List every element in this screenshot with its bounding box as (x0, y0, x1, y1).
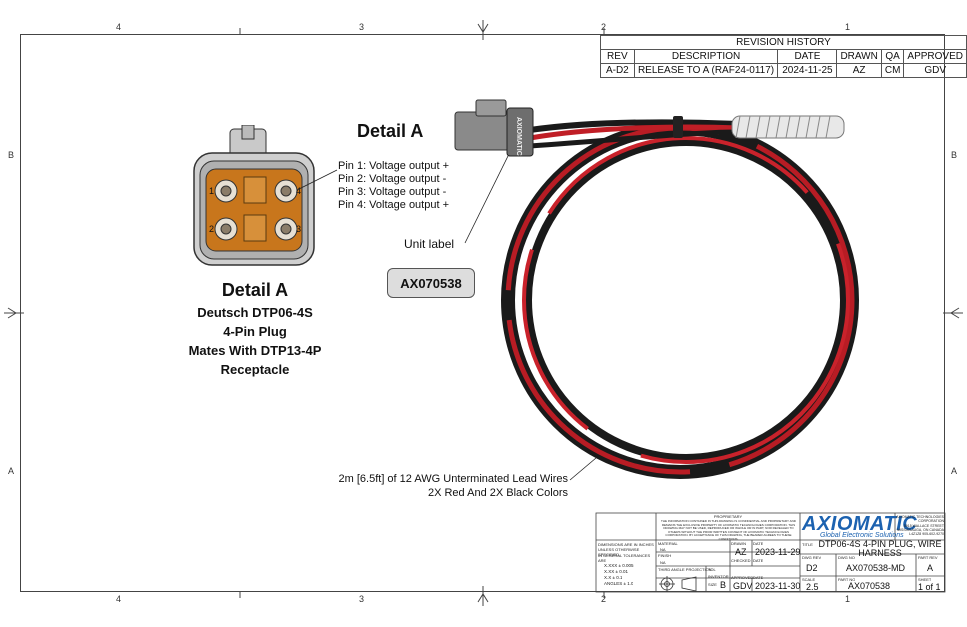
drawn-cell: AZ (836, 63, 882, 78)
pin-number-1: 1 (209, 186, 214, 196)
proprietary-notice: THE INFORMATION CONTAINED IN THIS DRAWIN… (661, 520, 796, 540)
logo-tagline: Global Electronic Solutions (820, 532, 904, 539)
pin-3-label: Pin 3: Voltage output - (338, 186, 447, 198)
dwg-rev-label: DWG REV (802, 555, 822, 560)
size-label: SIZE (708, 582, 717, 587)
pin-number-4: 4 (296, 186, 301, 196)
size-value: B (720, 580, 727, 590)
tolerance-sub: IN GENERAL TOLERANCES ARE (598, 553, 651, 563)
revision-row: A-D2 RELEASE TO A (RAF24-0117) 2024-11-2… (600, 63, 967, 78)
proprietary-heading: PROPRIETARY (713, 514, 743, 519)
zone-right-b: B (951, 150, 958, 160)
drawn-value: AZ (735, 547, 747, 557)
part-rev-label: PART REV (918, 555, 938, 560)
approved-value: GDV (733, 581, 753, 591)
material-value: NA (660, 547, 666, 552)
zone-top-1: 1 (845, 22, 851, 32)
tolerance-2: X.XX ± 0.01 (604, 569, 628, 574)
connector-brand-text: AXIOMATIC (515, 117, 522, 156)
part-rev-value: A (927, 563, 934, 573)
zone-left-b: B (8, 150, 15, 160)
material-label: MATERIAL (658, 541, 678, 546)
pin-number-2: 2 (209, 224, 214, 234)
tolerance-1: X.XXX ± 0.005 (604, 563, 634, 568)
tolerance-heading: DIMENSIONS ARE IN INCHES UNLESS OTHERWIS… (598, 542, 654, 557)
zone-right-a: A (951, 466, 958, 476)
drawing-title: DTP06-4S 4-PIN PLUG, WIRE HARNESS (818, 539, 942, 558)
approved-date: 2023-11-30 (755, 581, 801, 591)
sheet-value: 1 of 1 (918, 582, 941, 592)
drawn-date-label: DATE (753, 541, 764, 546)
approved-label: APPROVED (731, 575, 754, 580)
unit-label-callout: Unit label (404, 237, 455, 251)
zone-top-3: 3 (359, 22, 365, 32)
connector-face-drawing: 1 4 2 3 (193, 125, 315, 266)
detail-caption-line-1: Deutsch DTP06-4S (197, 305, 313, 320)
approved-date-label: DATE (753, 575, 764, 580)
checked-label: CHECKED (731, 558, 751, 563)
projection-label: THIRD ANGLE PROJECTION (658, 567, 712, 572)
description-cell: RELEASE TO A (RAF24-0117) (633, 63, 779, 78)
company-address: 5915 WALLACE STREET MISSISSAUGA, ON CANA… (897, 524, 944, 536)
part-no-label: PART NO (838, 577, 856, 582)
zone-top-2: 2 (601, 22, 607, 32)
detail-a-callout: Detail A (357, 121, 424, 141)
tolerance-4: ANGLES ± 1.0 (604, 581, 634, 586)
zone-bottom-3: 3 (359, 594, 365, 604)
zone-bottom-4: 4 (116, 594, 122, 604)
title-label: TITLE (802, 542, 813, 547)
pin-number-3: 3 (296, 224, 301, 234)
drawn-date: 2023-11-29 (755, 547, 801, 557)
pin-1-label: Pin 1: Voltage output + (338, 160, 450, 172)
revision-history-table: REVISION HISTORY REV DESCRIPTION DATE DR… (600, 35, 967, 78)
unit-label-tag: AX070538 (387, 268, 475, 298)
checked-date-label: DATE (753, 558, 764, 563)
zone-left-a: A (8, 466, 15, 476)
dwg-rev-value: D2 (806, 563, 818, 573)
wire-note-line-2: 2X Red And 2X Black Colors (427, 487, 568, 499)
zone-bottom-1: 1 (845, 594, 851, 604)
pin-4-label: Pin 4: Voltage output + (338, 199, 450, 211)
dwg-no-value: AX070538-MD (846, 563, 906, 573)
revision-header-row: REV DESCRIPTION DATE DRAWN QA APPROVED (600, 49, 967, 64)
dwg-no-label: DWG NO (838, 555, 855, 560)
drawn-label: DRAWN (731, 541, 746, 546)
tol-label: TOL (708, 567, 716, 572)
scale-label: SCALE (802, 577, 816, 582)
detail-caption-line-4: Receptacle (220, 362, 290, 377)
detail-caption-line-3: Mates With DTP13-4P (188, 343, 322, 358)
company-name: AXIOMATIC TECHNOLOGIES CORPORATION (896, 515, 944, 523)
wire-note-line-1: 2m [6.5ft] of 12 AWG Unterminated Lead W… (338, 473, 568, 485)
tolerance-3: X.X ± 0.1 (604, 575, 623, 580)
inventor-label: INVENTOR (708, 574, 729, 579)
finish-value: NA (660, 560, 666, 565)
detail-caption-line-2: 4-Pin Plug (223, 324, 287, 339)
scale-value: 2.5 (806, 582, 819, 592)
detail-caption-title: Detail A (221, 280, 289, 300)
part-no-value: AX070538 (848, 581, 891, 591)
zone-bottom-2: 2 (601, 594, 607, 604)
axiomatic-logo: AXIOMATIC (802, 513, 918, 535)
approved-cell: GDV (903, 63, 967, 78)
pin-2-label: Pin 2: Voltage output - (338, 173, 447, 185)
sheet-label: SHEET (918, 577, 932, 582)
finish-label: FINISH (658, 553, 672, 558)
zone-top-4: 4 (116, 22, 122, 32)
